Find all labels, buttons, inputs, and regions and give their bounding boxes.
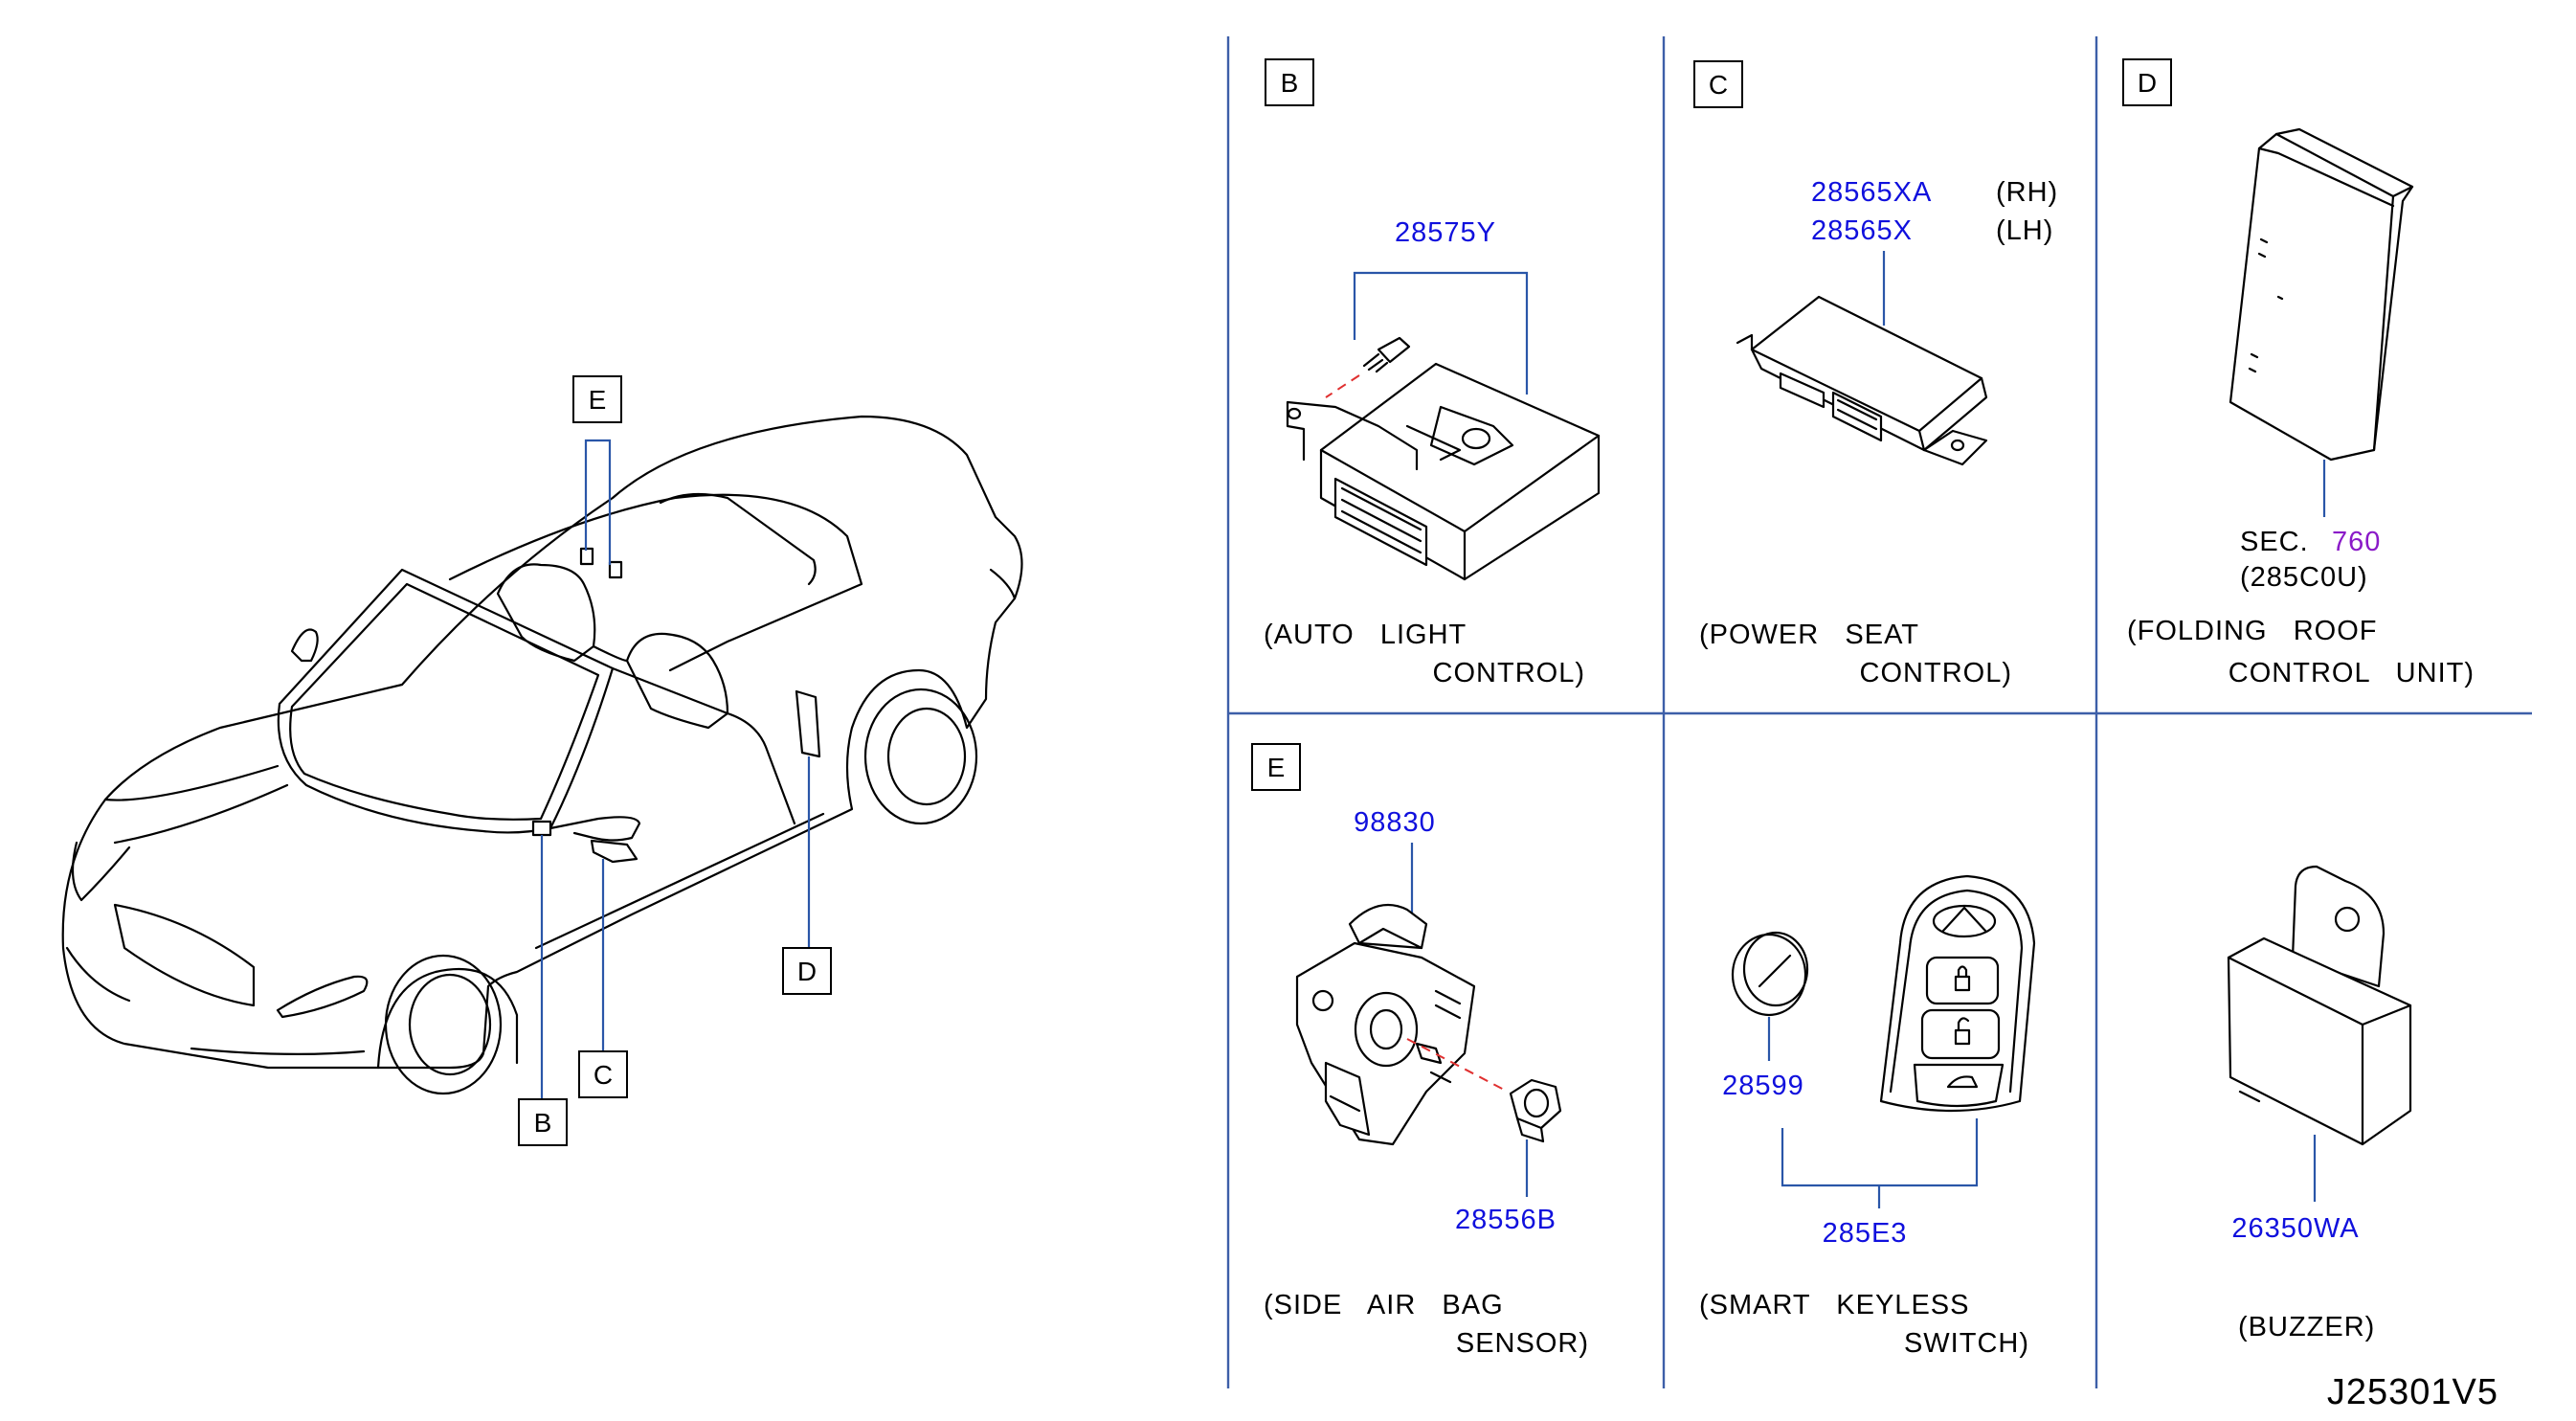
front-wheel: [376, 954, 519, 1095]
panel-keyless: 28599 285E3 (SMART KEYLESS: [1699, 874, 2036, 1359]
panel-d: D SEC. 760 (285C0U) (FOLDING ROOF CONTRO…: [2122, 58, 2475, 688]
folding-roof-control-unit: [2229, 127, 2414, 462]
grille: [113, 903, 256, 1007]
sec-label: SEC.: [2240, 527, 2309, 557]
panel-e-label-box: E: [1251, 743, 1301, 791]
part-number-285e3: 285E3: [1823, 1218, 1908, 1249]
marker-b: [531, 820, 552, 837]
panel-c-label-box: C: [1693, 60, 1743, 108]
part-number-28565x: 28565X: [1811, 215, 1913, 246]
hidden-line-nut: [1406, 1038, 1509, 1093]
part-number-26350wa: 26350WA: [2231, 1213, 2359, 1244]
diagram-code: J25301V5: [2327, 1372, 2498, 1412]
headlight: [276, 975, 369, 1019]
lock-button: [1925, 956, 2000, 1005]
caption-e-line1: (SIDE AIR BAG: [1264, 1290, 1504, 1320]
svg-text:C: C: [1709, 70, 1728, 100]
callout-c: C: [578, 1050, 628, 1098]
screw-part: [1325, 336, 1411, 398]
auto-light-control-unit: [1286, 362, 1601, 581]
sec-number: 760: [2332, 527, 2381, 557]
sec-ref: (285C0U): [2240, 562, 2368, 593]
seat-right: [625, 632, 729, 730]
marker-e2: [608, 560, 623, 579]
callout-e: E: [572, 375, 622, 423]
callout-b: B: [518, 1098, 568, 1146]
side-mirror: [290, 628, 319, 663]
marker-e1: [579, 547, 594, 566]
panel-b-label-box: B: [1265, 58, 1314, 106]
svg-text:D: D: [2138, 68, 2157, 98]
part-number-28575y: 28575Y: [1395, 217, 1496, 248]
marker-d: [795, 689, 821, 758]
svg-text:E: E: [589, 385, 607, 415]
caption-c-line2: CONTROL): [1860, 658, 2012, 688]
car-body-outline: [61, 415, 1023, 1070]
seat-left: [496, 563, 596, 663]
car-overview: E B C D: [61, 375, 1023, 1146]
side-lh: (LH): [1996, 215, 2053, 246]
power-seat-control-unit: [1736, 295, 1988, 466]
leader-285e3: [1781, 1118, 1979, 1187]
caption-keyless-line2: SWITCH): [1904, 1328, 2029, 1359]
trunk-button: [1913, 1063, 2005, 1108]
side-air-bag-sensor: [1295, 903, 1476, 1146]
caption-d-line1: (FOLDING ROOF: [2127, 616, 2378, 646]
leader-e: [584, 439, 612, 565]
svg-text:C: C: [594, 1060, 613, 1090]
unlock-button: [1920, 1008, 2001, 1060]
caption-b-line2: CONTROL): [1433, 658, 1585, 688]
part-number-98830: 98830: [1354, 807, 1436, 838]
part-number-28556b: 28556B: [1455, 1205, 1557, 1235]
caption-e-line2: SENSOR): [1456, 1328, 1589, 1359]
buzzer-unit: [2227, 865, 2412, 1146]
callout-d: D: [782, 947, 832, 995]
panel-e: E 98830 28556B (SIDE AIR BAG SENSOR): [1251, 743, 1589, 1359]
leader-28575y: [1353, 271, 1529, 395]
side-rh: (RH): [1996, 177, 2058, 208]
svg-text:B: B: [534, 1108, 552, 1138]
panel-grid: [1226, 36, 2532, 1388]
panel-c: C 28565XA 28565X (RH) (LH) (POWER SEAT C…: [1693, 60, 2058, 688]
brand-logo-icon: [1932, 904, 1997, 938]
svg-text:E: E: [1267, 753, 1286, 782]
panel-d-label-box: D: [2122, 58, 2172, 106]
panel-buzzer: 26350WA (BUZZER): [2227, 865, 2412, 1342]
part-number-28599: 28599: [1722, 1071, 1804, 1101]
svg-text:B: B: [1281, 68, 1299, 98]
nut-part: [1509, 1078, 1562, 1143]
part-number-28565xa: 28565XA: [1811, 177, 1932, 208]
caption-keyless-line1: (SMART KEYLESS: [1699, 1290, 1969, 1320]
caption-c-line1: (POWER SEAT: [1699, 620, 1919, 650]
rear-wheel: [863, 688, 978, 825]
marker-c: [590, 839, 638, 864]
svg-text:D: D: [797, 957, 817, 986]
caption-buzzer: (BUZZER): [2238, 1312, 2375, 1342]
caption-b-line1: (AUTO LIGHT: [1264, 620, 1467, 650]
coin-battery: [1731, 931, 1809, 1017]
caption-d-line2: CONTROL UNIT): [2229, 658, 2475, 688]
panel-b: B 28575Y (AUTO LIGHT CONTROL): [1264, 58, 1601, 688]
windshield: [277, 568, 615, 834]
smart-key-fob: [1879, 874, 2036, 1113]
